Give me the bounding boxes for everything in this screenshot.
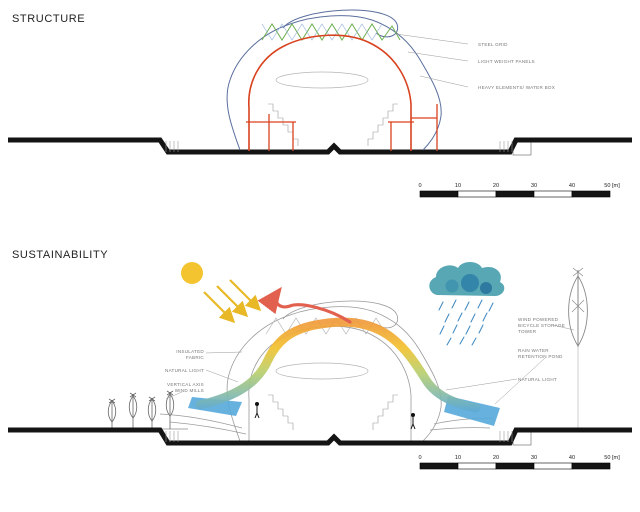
tick-20: 20 bbox=[493, 455, 499, 461]
scale-segment bbox=[571, 190, 611, 198]
label-insulated-fabric-1: INSULATED bbox=[176, 349, 204, 354]
label-heavy-elements: HEAVY ELEMENTS/ WATER BOX bbox=[478, 85, 555, 90]
stairs-right bbox=[367, 103, 398, 146]
label-windmills-1: VERTICAL AXIS bbox=[167, 382, 204, 387]
leader-steel-grid bbox=[395, 33, 469, 45]
tick-10: 10 bbox=[455, 183, 461, 189]
label-wind-tower-3: TOWER bbox=[518, 329, 537, 334]
scale-segment bbox=[533, 462, 573, 470]
tick-40: 40 bbox=[569, 183, 575, 189]
cloud-shade bbox=[445, 279, 459, 293]
label-natural-light-left: NATURAL LIGHT bbox=[165, 368, 204, 373]
grade-stairs bbox=[165, 431, 513, 442]
stairs-right bbox=[372, 394, 398, 430]
interior-ellipse bbox=[275, 362, 369, 380]
structure-title: STRUCTURE bbox=[12, 13, 85, 25]
scale-segment bbox=[571, 462, 611, 470]
leader-wind-tower bbox=[552, 324, 575, 331]
interior-ellipse bbox=[275, 71, 369, 89]
tick-40: 40 bbox=[569, 455, 575, 461]
sun-icon bbox=[181, 262, 262, 324]
label-windmills-2: WIND MILLS bbox=[175, 388, 204, 393]
airflow-band bbox=[195, 317, 481, 413]
leader-natural-light-left bbox=[205, 369, 239, 383]
rain-cloud-icon bbox=[429, 262, 505, 346]
envelope-outline bbox=[226, 15, 442, 151]
cloud-shade bbox=[461, 274, 479, 292]
scale-segment bbox=[533, 190, 573, 198]
ground-line bbox=[8, 137, 632, 155]
truss-blue bbox=[261, 23, 383, 41]
scale-bar-top: 0 10 20 30 40 50 [m] bbox=[418, 183, 620, 198]
windmill-icon bbox=[147, 396, 157, 429]
wind-tower-icon bbox=[568, 267, 588, 430]
cloud-shade bbox=[480, 282, 492, 294]
scale-segment bbox=[495, 462, 535, 470]
leader-insulated-fabric bbox=[205, 351, 243, 354]
heavy-columns bbox=[246, 104, 438, 151]
grade-stairs bbox=[165, 141, 513, 152]
tick-30: 30 bbox=[531, 455, 537, 461]
leader-heavy-elements bbox=[419, 75, 469, 88]
windmill-icons bbox=[92, 390, 188, 430]
structure-annotations: STEEL GRID LIGHT WEIGHT PANELS HEAVY ELE… bbox=[395, 33, 555, 90]
leader-rain-water bbox=[494, 357, 546, 405]
structure-drawing bbox=[8, 9, 632, 156]
human-figure bbox=[254, 402, 260, 419]
leader-light-panels bbox=[407, 51, 469, 62]
sustainability-section: SUSTAINABILITY bbox=[8, 249, 632, 470]
label-wind-tower-1: WIND POWERED bbox=[518, 317, 559, 322]
sustainability-annotations: INSULATED FABRIC NATURAL LIGHT VERTICAL … bbox=[165, 317, 575, 405]
rain-streaks bbox=[438, 299, 494, 346]
scale-bar-bottom: 0 10 20 30 40 50 [m] bbox=[418, 455, 620, 470]
tick-10: 10 bbox=[455, 455, 461, 461]
label-wind-tower-2: BICYCLE STORAGE bbox=[518, 323, 565, 328]
sustainability-drawing bbox=[8, 286, 632, 446]
scale-segment bbox=[495, 190, 535, 198]
tick-50m: 50 [m] bbox=[604, 455, 620, 461]
truss-green bbox=[261, 23, 401, 41]
scale-segment bbox=[419, 190, 459, 198]
ground-line bbox=[8, 427, 632, 446]
sustainability-title: SUSTAINABILITY bbox=[12, 249, 108, 261]
tick-0: 0 bbox=[418, 183, 421, 189]
leader-natural-light-right bbox=[445, 378, 518, 391]
envelope-curl bbox=[282, 9, 399, 38]
label-rain-water-2: RETENTION POND bbox=[518, 354, 563, 359]
stairs-left bbox=[268, 394, 294, 430]
label-insulated-fabric-2: FABRIC bbox=[186, 355, 205, 360]
windmill-icon bbox=[128, 392, 138, 429]
leader-windmills bbox=[165, 391, 183, 400]
label-light-panels: LIGHT WEIGHT PANELS bbox=[478, 59, 535, 64]
label-natural-light-right: NATURAL LIGHT bbox=[518, 377, 557, 382]
label-steel-grid: STEEL GRID bbox=[478, 42, 508, 47]
scale-segment bbox=[457, 462, 497, 470]
sun-disc bbox=[181, 262, 203, 284]
label-rain-water-1: RAIN WATER bbox=[518, 348, 549, 353]
envelope-outline-gray bbox=[226, 306, 442, 442]
tick-20: 20 bbox=[493, 183, 499, 189]
tick-50m: 50 [m] bbox=[604, 183, 620, 189]
tick-0: 0 bbox=[418, 455, 421, 461]
fabric-swoosh bbox=[159, 413, 495, 435]
structure-section: STRUCTURE STEEL GRID bbox=[8, 9, 632, 198]
windmill-icon bbox=[107, 398, 117, 429]
heavy-shell bbox=[248, 34, 412, 151]
scale-segment bbox=[457, 190, 497, 198]
exhaust-arrow bbox=[257, 286, 352, 324]
windmill-icon bbox=[165, 390, 175, 429]
tick-30: 30 bbox=[531, 183, 537, 189]
scale-segment bbox=[419, 462, 459, 470]
human-figure bbox=[410, 413, 416, 430]
solar-arrows bbox=[203, 279, 262, 324]
